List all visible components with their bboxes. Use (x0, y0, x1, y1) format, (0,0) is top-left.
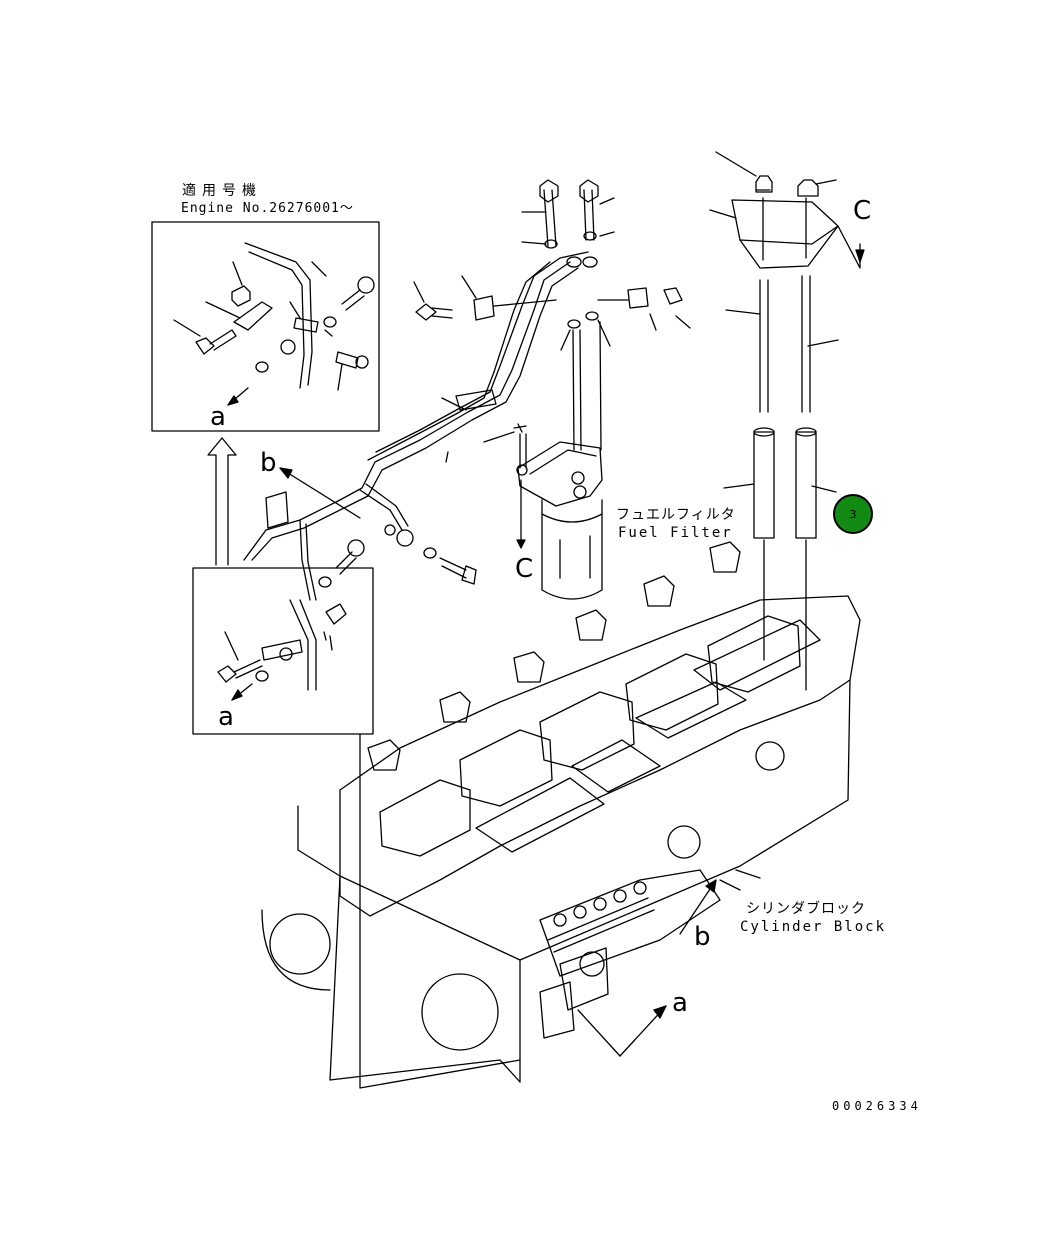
fuel-filter (513, 423, 603, 600)
callout-badge-3[interactable]: 3 (833, 494, 873, 534)
cylinder-block-label-jp: シリンダブロック (746, 901, 866, 917)
view-marker-b-engine: b (694, 922, 711, 952)
view-marker-c-bracket: C (853, 196, 872, 226)
view-marker-c-filter: C (515, 554, 534, 584)
inset-title-line2: Engine No.26276001～ (181, 201, 354, 216)
bracket-and-rods (709, 151, 865, 691)
drawing-number: 00026334 (832, 1099, 922, 1113)
fuel-filter-label-en: Fuel Filter (618, 525, 733, 541)
view-marker-a-engine: a (672, 988, 688, 1018)
transfer-arrow (207, 437, 237, 566)
fuel-filter-label-jp: フュエルフィルタ (616, 507, 736, 523)
fuel-pipes (243, 179, 691, 601)
inset-top-box (151, 221, 380, 432)
engine-block (261, 541, 861, 1089)
cylinder-block-label-en: Cylinder Block (740, 919, 887, 935)
inset-title-line1: 適用号機 (182, 183, 262, 199)
inset-bottom-box (192, 539, 374, 735)
view-marker-b-pipe: b (260, 448, 277, 478)
view-marker-a-inset-top: a (210, 402, 226, 432)
view-marker-a-inset-bottom: a (218, 702, 234, 732)
